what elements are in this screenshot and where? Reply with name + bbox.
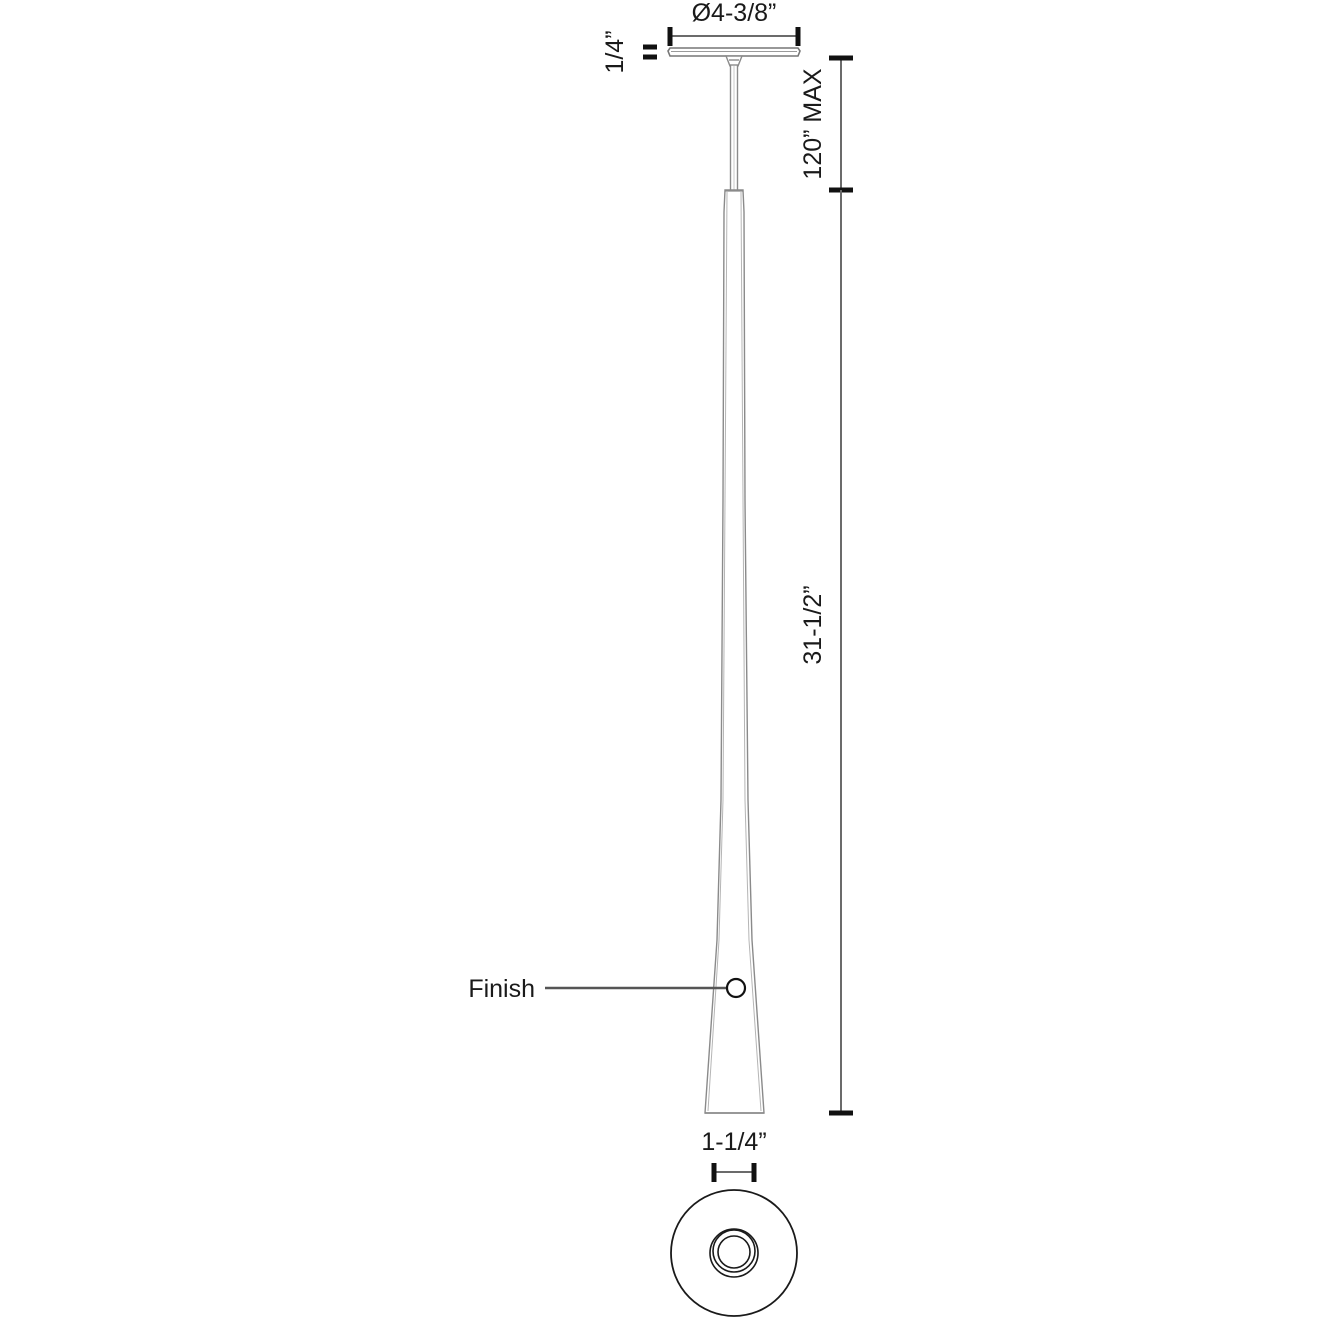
finish-callout-label: Finish bbox=[468, 975, 535, 1003]
fixture-height-dimension bbox=[829, 190, 853, 1116]
max-drop-dimension bbox=[829, 55, 853, 193]
plan-view bbox=[670, 1189, 798, 1317]
max-drop-label: 120” MAX bbox=[799, 68, 827, 179]
stem-rod bbox=[729, 64, 739, 193]
canopy-diameter-dimension bbox=[667, 27, 801, 46]
fixture-body-left-edge bbox=[707, 191, 728, 1112]
canopy-thickness-dimension bbox=[643, 44, 657, 60]
canopy-diameter-label: Ø4-3/8” bbox=[692, 0, 777, 27]
fixture-body bbox=[704, 189, 765, 1114]
canopy-thickness-label: 1/4” bbox=[601, 30, 629, 73]
fixture-body-right-edge bbox=[740, 191, 762, 1112]
shade-diameter-label: 1-1/4” bbox=[701, 1128, 766, 1156]
plan-ring-middle bbox=[712, 1229, 756, 1273]
plan-outer-circle bbox=[670, 1189, 798, 1317]
fixture-height-label: 31-1/2” bbox=[799, 585, 827, 664]
shade-diameter-dimension bbox=[711, 1163, 757, 1182]
finish-marker-circle bbox=[725, 977, 747, 999]
plan-ring-inner bbox=[717, 1235, 751, 1269]
fixture-body-profile bbox=[704, 189, 765, 1114]
canopy-plate bbox=[667, 47, 801, 67]
plan-ring-outer bbox=[709, 1228, 759, 1278]
finish-callout bbox=[545, 977, 747, 999]
